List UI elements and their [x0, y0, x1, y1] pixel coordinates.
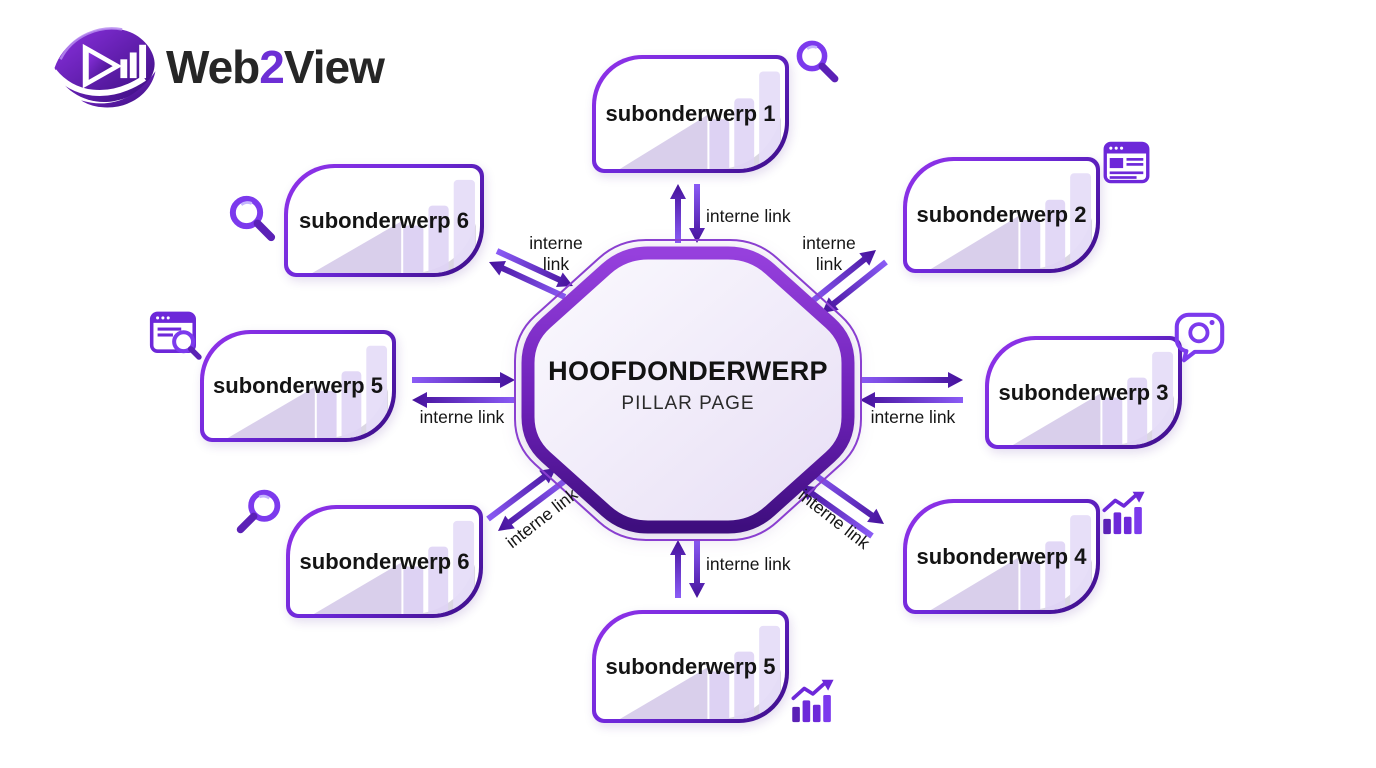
logo: Web2View: [52, 20, 385, 114]
card-bars-art: [288, 168, 480, 273]
subtopic-label: subonderwerp 5: [605, 653, 776, 679]
magnifier-icon: [233, 487, 283, 537]
internal-link-label-top-left: interne link: [529, 233, 583, 274]
magnifier-icon: [227, 193, 279, 245]
card-bars-art: [290, 509, 479, 614]
subtopic-card-bottom-left: subonderwerp 6: [286, 505, 483, 618]
pillar-page-subtitle: PILLAR PAGE: [621, 393, 755, 414]
subtopic-label: subonderwerp 2: [916, 202, 1087, 227]
pillar-page-text: HOOFDONDERWERP PILLAR PAGE: [528, 356, 848, 415]
main-topic-title: HOOFDONDERWERP: [548, 356, 828, 386]
card-bars-art: [204, 334, 392, 438]
card-bars-art: [907, 161, 1096, 269]
internal-link-label-left: interne link: [419, 407, 505, 427]
logo-word-2: 2: [259, 41, 285, 93]
card-bars-art: [596, 59, 785, 169]
octagon-outer-outline: [514, 239, 862, 541]
magnifier-icon: [794, 38, 842, 86]
card-bars-art: [989, 340, 1178, 445]
logo-word-web: Web: [166, 41, 260, 93]
subtopic-card-bottom-right: subonderwerp 4: [903, 499, 1100, 614]
logo-eye-icon: [52, 27, 156, 108]
pillar-page-node: [514, 239, 862, 541]
internal-link-label-top-right: interne link: [802, 233, 856, 274]
camera-chat-icon: [1172, 310, 1227, 365]
subtopic-label: subonderwerp 3: [998, 379, 1169, 405]
internal-link-label-top: interne link: [706, 206, 791, 226]
octagon-border: [521, 246, 855, 534]
internal-link-label-right: interne link: [870, 407, 956, 427]
card-bars-art: [907, 503, 1096, 610]
subtopic-card-top: subonderwerp 1: [592, 55, 789, 173]
card-bars-art: [596, 614, 785, 719]
browser-search-icon: [149, 311, 204, 363]
logo-wordmark: Web2View: [166, 41, 385, 93]
growth-chart-icon: [789, 678, 839, 725]
browser-window-icon: [1103, 140, 1150, 185]
subtopic-label: subonderwerp 1: [605, 101, 776, 126]
subtopic-label: subonderwerp 5: [213, 373, 383, 398]
subtopic-label: subonderwerp 6: [299, 548, 470, 574]
internal-link-label-bottom: interne link: [706, 554, 791, 574]
subtopic-card-left: subonderwerp 5: [200, 330, 396, 442]
growth-chart-icon: [1100, 490, 1150, 537]
subtopic-card-top-left: subonderwerp 6: [284, 164, 484, 277]
subtopic-card-top-right: subonderwerp 2: [903, 157, 1100, 273]
subtopic-label: subonderwerp 6: [299, 207, 469, 233]
subtopic-card-right: subonderwerp 3: [985, 336, 1182, 449]
logo-word-view: View: [283, 41, 385, 93]
subtopic-label: subonderwerp 4: [916, 543, 1087, 569]
subtopic-card-bottom: subonderwerp 5: [592, 610, 789, 723]
